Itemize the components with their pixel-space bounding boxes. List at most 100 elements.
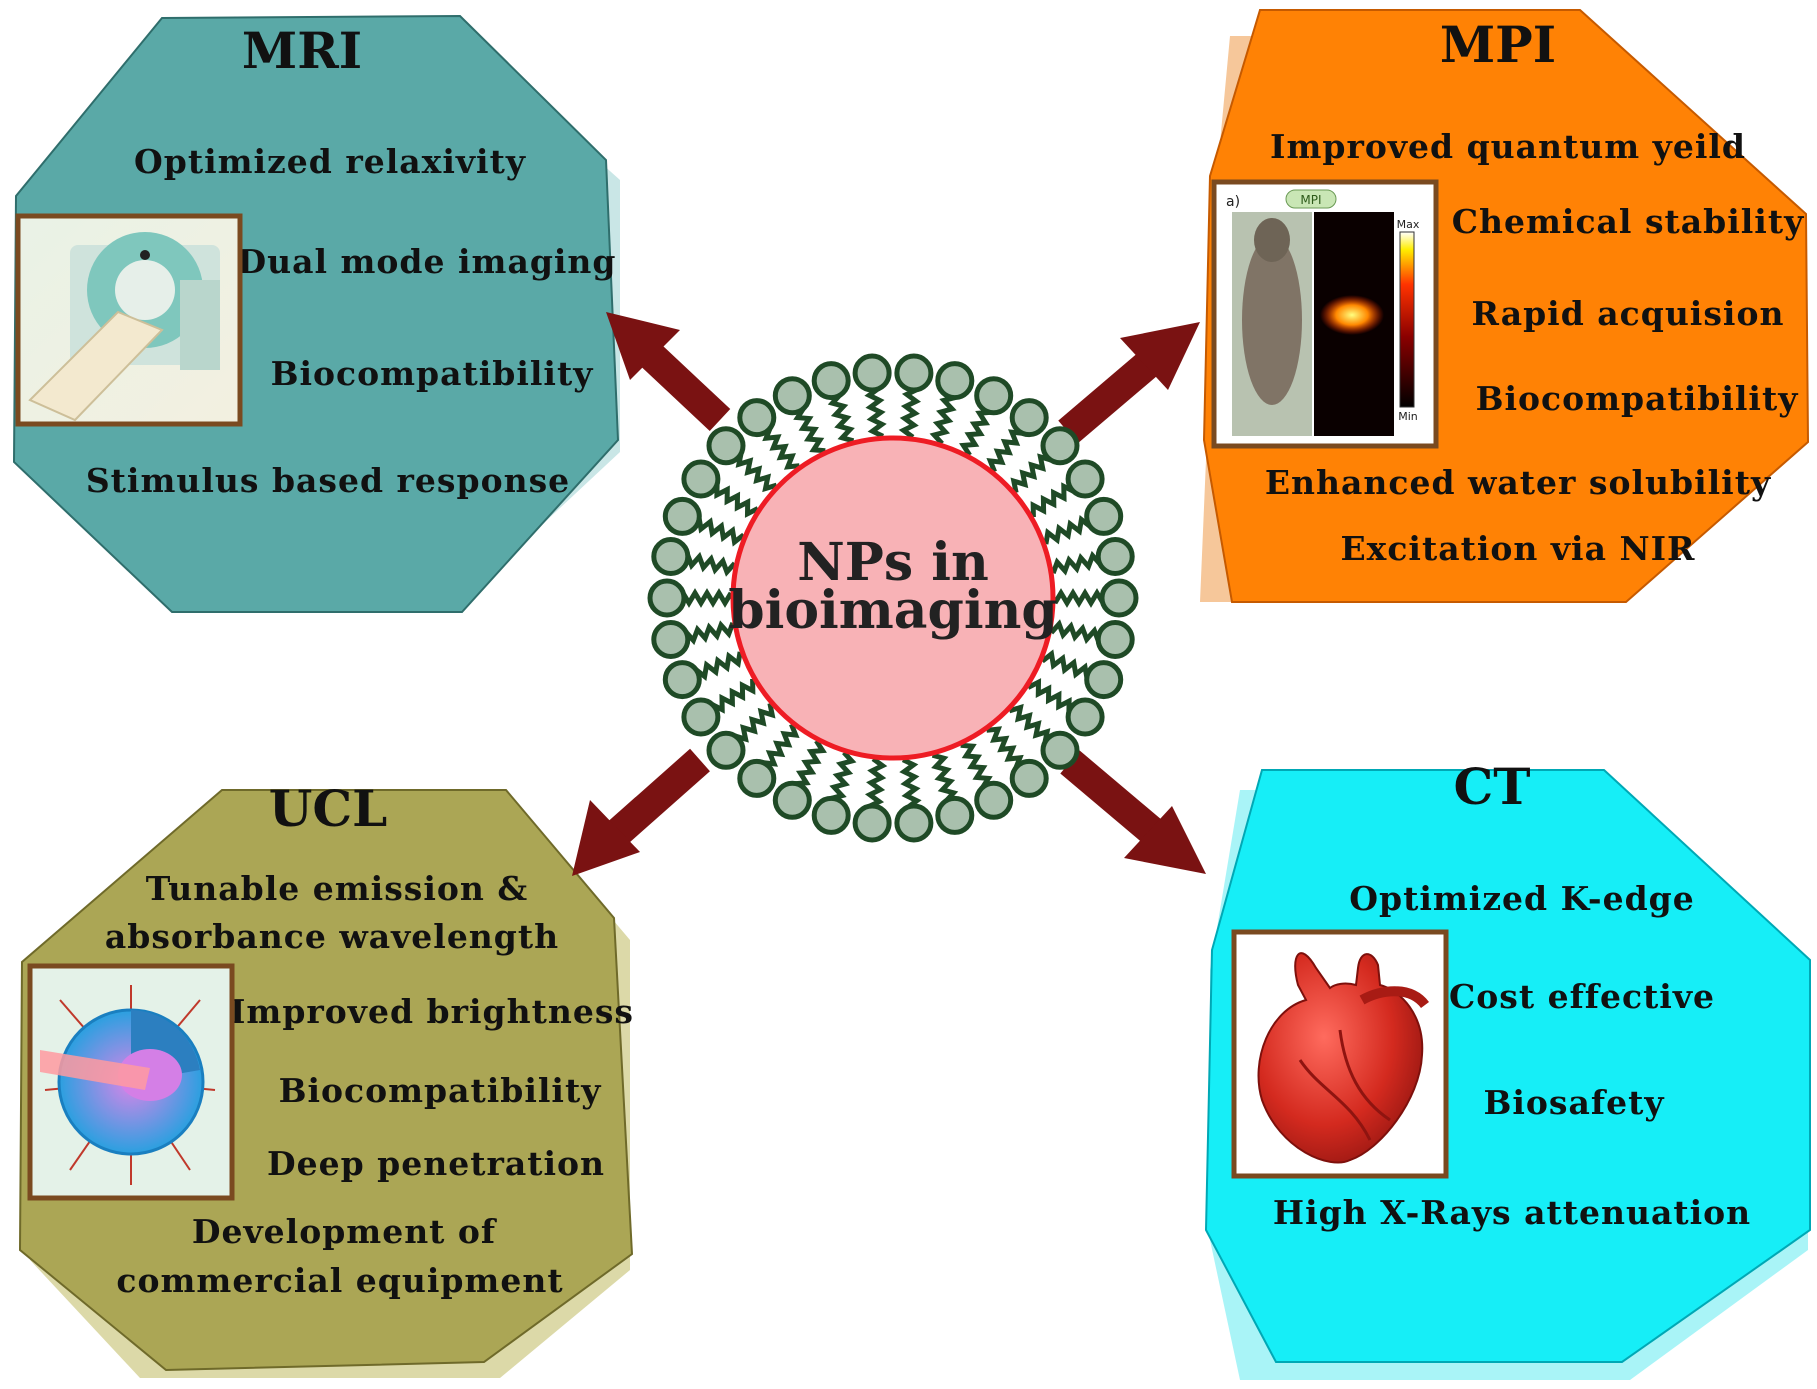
lipid-tail	[762, 723, 800, 767]
lipid-head	[974, 376, 1014, 416]
arrow-to-mpi	[1058, 322, 1200, 444]
lipid-head	[852, 803, 892, 843]
nanoparticle-core	[730, 435, 1056, 761]
lipid-tail	[1052, 588, 1106, 608]
lipid-tail	[898, 387, 922, 440]
mpi-title: MPI	[1440, 15, 1556, 74]
nanoparticle-icon	[27, 963, 235, 1201]
lipid-head	[681, 459, 721, 499]
mpi-image-badge: MPI	[1300, 193, 1321, 207]
lipid-tail	[1049, 619, 1101, 645]
lipid-tail	[1026, 678, 1072, 713]
lipid-head	[935, 795, 975, 835]
mpi-item-2: Chemical stability	[1452, 202, 1805, 241]
mpi-item-4: Biocompatibility	[1476, 379, 1799, 418]
lipid-head	[1095, 537, 1135, 576]
ucl-item-7: commercial equipment	[116, 1261, 563, 1300]
mpi-item-3: Rapid acquision	[1472, 294, 1785, 333]
lipid-tail	[1043, 515, 1093, 545]
arrows	[572, 312, 1206, 876]
ct-item-2: Cost effective	[1449, 977, 1715, 1016]
lipid-head	[1009, 398, 1049, 438]
lipid-head	[1084, 660, 1124, 700]
mpi-item-6: Excitation via NIR	[1341, 529, 1696, 568]
heart-icon	[1231, 929, 1449, 1179]
lipid-head	[737, 398, 777, 438]
lipid-tail	[899, 757, 922, 810]
lipid-tail	[696, 517, 746, 547]
lipid-head	[651, 537, 691, 576]
lipid-tail	[714, 483, 760, 518]
lipid-tail	[683, 620, 736, 646]
lipid-head	[1084, 496, 1124, 536]
mri-item-2: Dual mode imaging	[237, 242, 616, 281]
mpi-panel-shape	[1202, 9, 1810, 603]
arrow-to-ucl	[572, 748, 710, 876]
lipid-head	[1065, 459, 1105, 499]
lipid-head	[1040, 426, 1080, 466]
ucl-panel: UCL Tunable emission & absorbance wavele…	[18, 779, 634, 1378]
lipid-tail	[710, 678, 756, 714]
lipid-tail	[793, 406, 826, 454]
lipid-tail	[1008, 703, 1051, 744]
ucl-item-5: Deep penetration	[267, 1144, 605, 1183]
ucl-item-6: Development of	[192, 1212, 497, 1251]
mpi-item-1: Improved quantum yeild	[1270, 127, 1746, 166]
mri-panel: MRI Optimized relaxivity Dual mode imagi…	[12, 14, 620, 613]
center-title-line1: NPs in	[797, 532, 989, 593]
mri-panel-shape	[12, 14, 620, 613]
ucl-panel-shape	[18, 789, 634, 1372]
mouse-mpi-scan-icon: a) MPI Max Min	[1211, 179, 1439, 449]
lipid-tail	[1050, 550, 1103, 576]
ct-item-3: Biosafety	[1483, 1083, 1664, 1122]
lipid-head	[811, 361, 851, 401]
lipid-tail	[735, 452, 778, 493]
arrow-to-ct	[1060, 750, 1206, 874]
lipid-tail	[931, 752, 959, 804]
lipid-tail	[1010, 453, 1053, 494]
mpi-image-panel-label: a)	[1226, 194, 1240, 210]
lipid-head	[651, 620, 691, 659]
ct-item-1: Optimized K-edge	[1349, 879, 1694, 918]
ucl-item-4: Biocompatibility	[279, 1071, 602, 1110]
lipid-tail	[693, 651, 743, 681]
lipid-head	[1009, 758, 1049, 798]
lipid-tail	[986, 429, 1024, 473]
lipid-head	[894, 353, 934, 393]
lipid-tail	[959, 409, 992, 457]
lipid-head	[1040, 730, 1080, 770]
lipid-tail	[929, 394, 957, 446]
lipid-head	[706, 730, 746, 770]
mpi-panel: MPI Improved quantum yeild Chemical stab…	[1200, 9, 1810, 603]
lipid-bilayer	[647, 353, 1139, 843]
lipid-head	[706, 426, 746, 466]
mri-item-1: Optimized relaxivity	[134, 142, 526, 181]
mri-item-3: Biocompatibility	[271, 354, 594, 393]
lipid-head	[811, 795, 851, 835]
center-title-line2: bioimaging	[728, 580, 1058, 641]
lipid-tail	[794, 739, 827, 787]
lipid-head	[681, 697, 721, 737]
lipid-tail	[762, 426, 800, 470]
lipid-tail	[680, 588, 734, 608]
lipid-head	[974, 780, 1014, 820]
lipid-tail	[827, 392, 855, 444]
lipid-tail	[733, 702, 776, 743]
lipid-tail	[685, 551, 737, 577]
lipid-head	[647, 578, 687, 618]
lipid-head	[1095, 620, 1135, 659]
lipid-head	[737, 758, 777, 798]
center-nanoparticle: NPs in bioimaging	[647, 353, 1139, 843]
mpi-scale-min: Min	[1398, 410, 1418, 423]
lipid-head	[894, 803, 934, 843]
lipid-head	[772, 376, 812, 416]
lipid-head	[662, 496, 702, 536]
lipid-tail	[960, 742, 993, 790]
lipid-tail	[864, 386, 887, 439]
lipid-tail	[986, 726, 1024, 770]
arrow-to-mri	[606, 312, 731, 431]
ucl-item-2: absorbance wavelength	[105, 917, 559, 956]
ucl-title: UCL	[269, 779, 388, 838]
